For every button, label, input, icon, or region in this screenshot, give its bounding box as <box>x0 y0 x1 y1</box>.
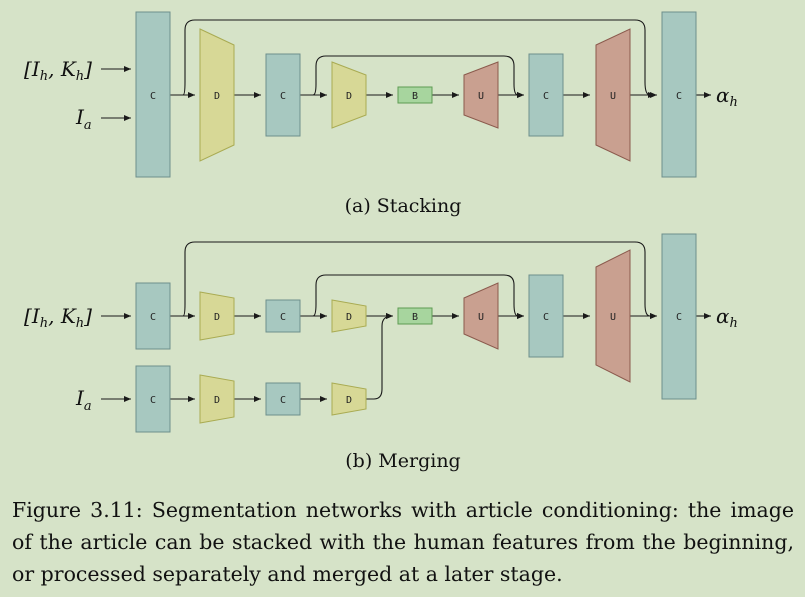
block-label: C <box>150 312 156 323</box>
concat-block <box>528 53 564 137</box>
downsample-block <box>331 61 367 129</box>
block-label: U <box>478 312 484 323</box>
concat-block <box>265 53 301 137</box>
concat-block <box>528 274 564 358</box>
upsample-block <box>595 249 631 383</box>
panel-merging: C D C D B U C U C C D C D [Ih, Kh] Ia αh… <box>24 233 738 472</box>
panel-stacking: C D C D B U C U C [Ih, Kh] Ia αh (a) Sta… <box>24 11 738 217</box>
block-label: D <box>214 395 220 406</box>
block-label: C <box>150 395 156 406</box>
block-label: C <box>280 312 286 323</box>
concat-block <box>135 365 171 433</box>
downsample-block <box>331 382 367 416</box>
concat-block <box>661 11 697 178</box>
block-label: D <box>346 91 352 102</box>
downsample-block <box>331 299 367 333</box>
skip-connection-outer <box>170 241 657 319</box>
input-label-human: [Ih, Kh] <box>24 57 92 84</box>
concat-block <box>135 11 171 178</box>
output-label: αh <box>716 304 738 331</box>
panel-caption: (a) Stacking <box>345 195 462 217</box>
block-label: C <box>280 91 286 102</box>
block-label: C <box>676 91 682 102</box>
concat-block <box>265 299 301 333</box>
concat-block <box>661 233 697 400</box>
block-label: B <box>412 91 418 102</box>
input-label-human: [Ih, Kh] <box>24 304 92 331</box>
downsample-block <box>199 28 235 162</box>
bottleneck-block <box>397 307 433 325</box>
output-label: αh <box>716 83 738 110</box>
block-label: U <box>610 91 616 102</box>
input-label-article: Ia <box>75 105 92 133</box>
upsample-block <box>463 61 499 129</box>
block-label: B <box>412 312 418 323</box>
skip-connection-inner <box>300 274 524 319</box>
skip-connection-outer <box>170 19 655 98</box>
block-label: C <box>280 395 286 406</box>
block-label: D <box>214 91 220 102</box>
input-label-article: Ia <box>75 386 92 414</box>
upsample-block <box>463 282 499 350</box>
bottleneck-block <box>397 86 433 104</box>
concat-block <box>265 382 301 416</box>
merge-connector <box>366 313 393 400</box>
block-label: D <box>346 312 352 323</box>
block-label: C <box>150 91 156 102</box>
block-label: U <box>478 91 484 102</box>
block-label: C <box>543 312 549 323</box>
downsample-block <box>199 374 235 424</box>
block-label: D <box>346 395 352 406</box>
figure-caption: Figure 3.11: Segmentation networks with … <box>12 498 794 586</box>
diagram: C D C D B U C U C [Ih, Kh] Ia αh (a) Sta… <box>24 11 738 472</box>
skip-connection-inner <box>300 55 524 98</box>
block-label: C <box>543 91 549 102</box>
downsample-block <box>199 291 235 341</box>
panel-caption: (b) Merging <box>345 450 460 472</box>
concat-block <box>135 282 171 350</box>
block-label: U <box>610 312 616 323</box>
upsample-block <box>595 28 631 162</box>
block-label: D <box>214 312 220 323</box>
block-label: C <box>676 312 682 323</box>
